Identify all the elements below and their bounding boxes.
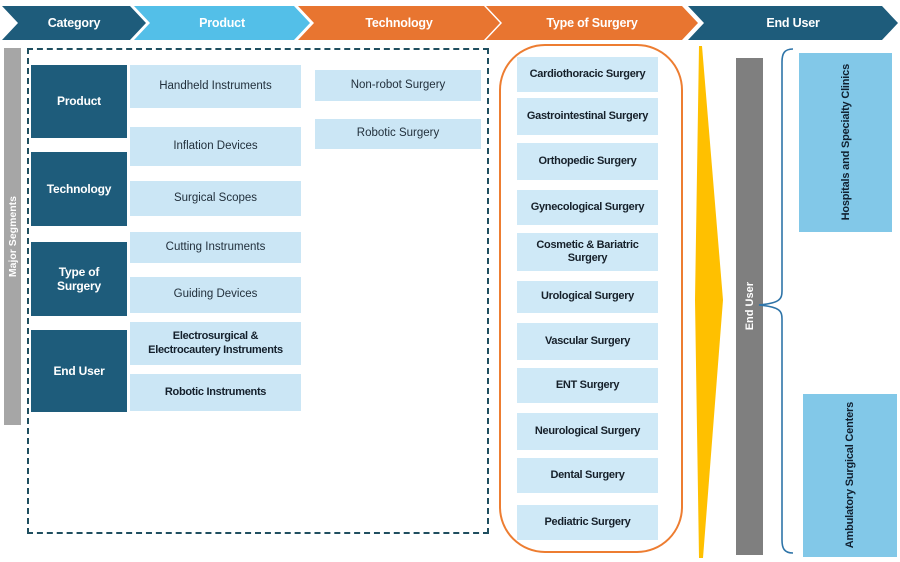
chevron-label: Technology (365, 16, 433, 30)
header-chevron-category: Category (2, 6, 146, 40)
header-chevron-end-user: End User (688, 6, 898, 40)
product-item: Cutting Instruments (130, 232, 301, 263)
chevron-label: Category (47, 16, 101, 30)
end-user-item-ambulatory: Ambulatory Surgical Centers (803, 394, 897, 557)
header-chevron-product: Product (134, 6, 310, 40)
technology-item: Robotic Surgery (315, 119, 481, 149)
technology-item: Non-robot Surgery (315, 70, 481, 101)
type-of-surgery-container (499, 44, 683, 553)
chevron-label: End User (766, 16, 820, 30)
surgery-item: Urological Surgery (517, 281, 658, 313)
surgery-item: ENT Surgery (517, 368, 658, 403)
chevron-label: Type of Surgery (546, 16, 638, 30)
product-item: Guiding Devices (130, 277, 301, 313)
surgery-item: Gynecological Surgery (517, 190, 658, 225)
end-user-bracket (758, 48, 794, 554)
end-user-item-hospitals: Hospitals and Specialty Clinics (799, 53, 892, 232)
surgery-item: Dental Surgery (517, 458, 658, 493)
major-segments-rail: Major Segments (4, 48, 21, 425)
end-user-item-label: Ambulatory Surgical Centers (844, 402, 856, 549)
end-user-rail: End User (736, 58, 763, 555)
end-user-item-label: Hospitals and Specialty Clinics (839, 64, 852, 221)
product-item: Electrosurgical & Electrocautery Instrum… (130, 322, 301, 365)
surgery-item: Vascular Surgery (517, 323, 658, 360)
surgery-item: Orthopedic Surgery (517, 143, 658, 180)
dashed-segments-container (27, 48, 489, 534)
segment-box-technology: Technology (31, 152, 127, 226)
header-chevron-type-of-surgery: Type of Surgery (486, 6, 698, 40)
product-item: Inflation Devices (130, 127, 301, 166)
surgery-item: Cardiothoracic Surgery (517, 57, 658, 92)
product-item: Handheld Instruments (130, 65, 301, 108)
major-segments-label: Major Segments (6, 195, 19, 278)
product-item: Robotic Instruments (130, 374, 301, 411)
surgery-item: Cosmetic & Bariatric Surgery (517, 233, 658, 271)
yellow-taper-shape (695, 46, 723, 558)
header-chevron-technology: Technology (298, 6, 500, 40)
chevron-label: Product (199, 16, 245, 30)
segment-box-type-of-surgery: Type of Surgery (31, 242, 127, 316)
product-item: Surgical Scopes (130, 181, 301, 216)
surgery-item: Neurological Surgery (517, 413, 658, 450)
segment-box-end-user: End User (31, 330, 127, 412)
surgery-item: Gastrointestinal Surgery (517, 98, 658, 135)
surgery-item: Pediatric Surgery (517, 505, 658, 540)
segment-box-product: Product (31, 65, 127, 138)
